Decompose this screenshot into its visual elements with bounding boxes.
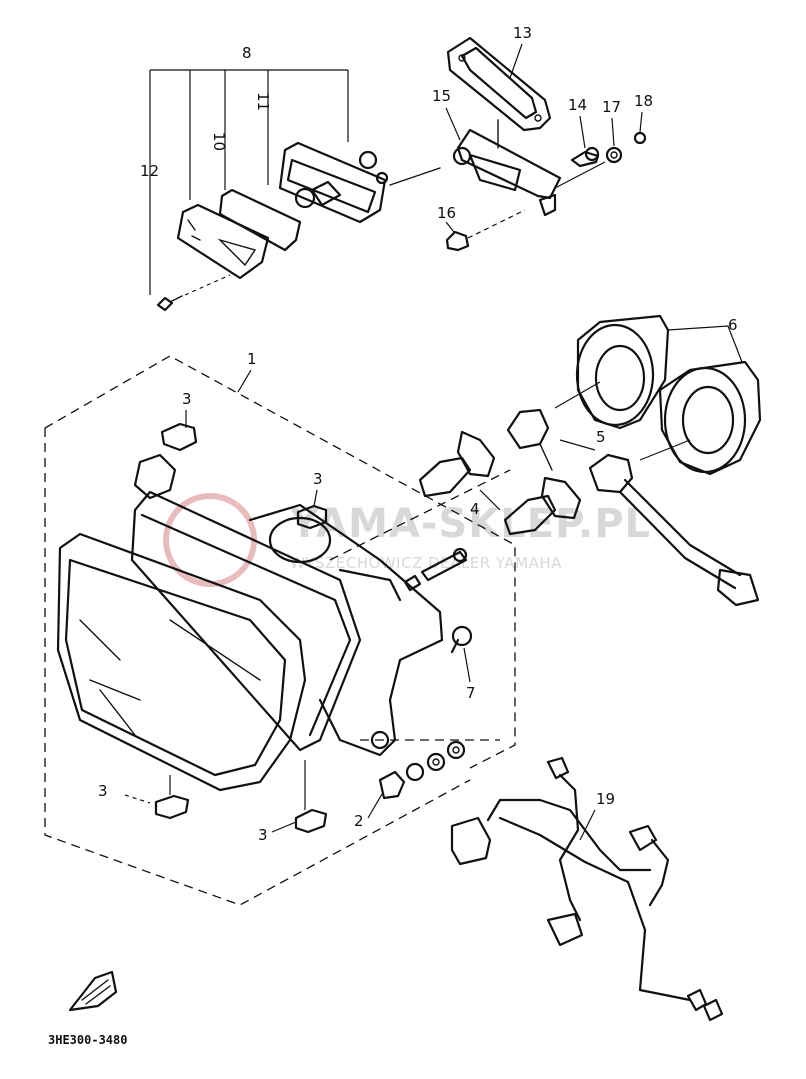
callout-16: 16 [437, 204, 456, 222]
callout-5: 5 [596, 428, 606, 446]
screw-12 [156, 274, 231, 312]
wire-harness [450, 756, 724, 1022]
reflector-housing [278, 141, 441, 224]
callout-13: 13 [513, 24, 532, 42]
callout-3-bottom-left: 3 [98, 782, 108, 800]
mounting-clips [124, 422, 328, 834]
callout-3-middle: 3 [313, 470, 323, 488]
bulb-socket-covers [554, 314, 762, 476]
fasteners-top [445, 131, 647, 252]
model-pictogram [68, 970, 118, 1012]
headlight-assembly-outline [44, 355, 516, 906]
callout-1: 1 [247, 350, 257, 368]
plate-light-gasket [446, 36, 552, 132]
callout-2: 2 [354, 812, 364, 830]
callout-10: 10 [210, 132, 228, 151]
callout-18: 18 [634, 92, 653, 110]
part-8-bracket [149, 69, 349, 295]
watermark: YAMA-SKLEP.PL WYSZECHOWICZ DEALER YAMAHA [163, 493, 650, 587]
callouts: 1 2 3 3 3 3 4 5 6 7 8 10 11 12 13 14 15 … [98, 24, 738, 844]
watermark-tagline: WYSZECHOWICZ DEALER YAMAHA [290, 554, 562, 572]
adjuster-hardware [378, 547, 473, 800]
callout-11: 11 [254, 92, 272, 111]
callout-3-top: 3 [182, 390, 192, 408]
callout-12: 12 [140, 162, 159, 180]
callout-8: 8 [242, 44, 252, 62]
callout-3-bottom: 3 [258, 826, 268, 844]
bulbs-and-sockets [418, 408, 760, 607]
plate-light-bracket [452, 119, 562, 217]
callout-19: 19 [596, 790, 615, 808]
callout-15: 15 [432, 87, 451, 105]
callout-17: 17 [602, 98, 621, 116]
reflector-gasket [218, 188, 302, 252]
callout-4: 4 [470, 500, 480, 518]
headlight-unit [56, 453, 444, 792]
callout-6: 6 [728, 316, 738, 334]
reflector-lens [176, 203, 270, 280]
callout-7: 7 [466, 684, 476, 702]
callout-14: 14 [568, 96, 587, 114]
part-code: 3HE300-3480 [48, 1033, 127, 1047]
